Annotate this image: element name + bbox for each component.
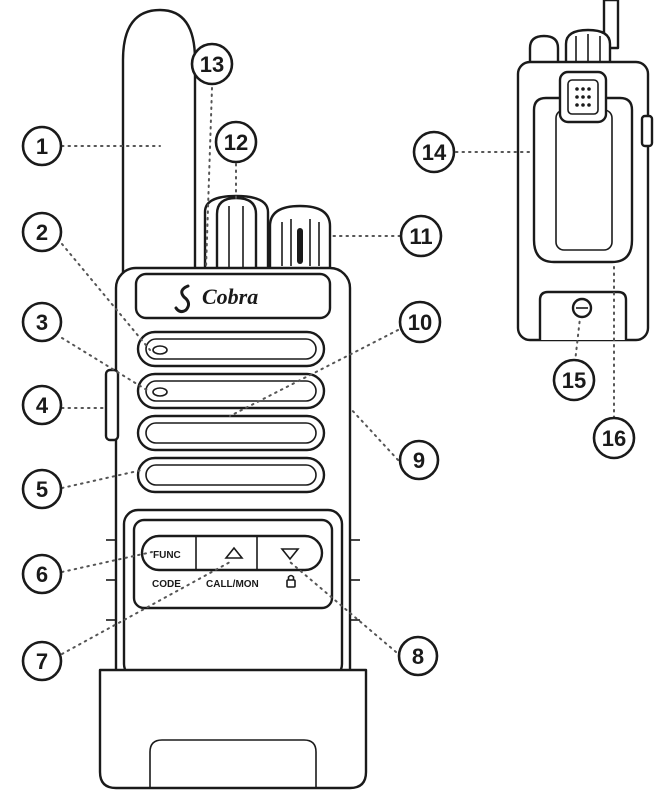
svg-text:6: 6 [36, 562, 48, 587]
callout-4: 4 [21, 384, 63, 426]
svg-text:14: 14 [422, 140, 447, 165]
callout-15: 15 [552, 358, 596, 402]
svg-text:15: 15 [562, 368, 586, 393]
speaker-grill [136, 330, 326, 494]
cobra-logo-icon [174, 284, 191, 314]
callout-1: 1 [21, 125, 63, 167]
triangle-down-icon [280, 548, 300, 561]
front-radio: Cobra FUNC CODE CALL [98, 8, 368, 790]
func-key-label: FUNC [153, 550, 181, 561]
svg-text:3: 3 [36, 310, 48, 335]
svg-text:9: 9 [413, 448, 425, 473]
callout-13: 13 [190, 42, 234, 86]
code-label: CODE [152, 579, 181, 590]
triangle-up-icon [224, 546, 244, 559]
callout-16: 16 [592, 416, 636, 460]
callmon-label: CALL/MON [206, 579, 259, 590]
svg-text:11: 11 [409, 224, 432, 249]
keypad-buttons: FUNC CODE CALL/MON [140, 534, 324, 590]
svg-text:12: 12 [224, 130, 248, 155]
callout-3: 3 [21, 301, 63, 343]
svg-text:5: 5 [36, 477, 48, 502]
leader-lines [61, 87, 615, 655]
base-holster [98, 668, 368, 790]
brand-logo: Cobra [202, 284, 258, 309]
svg-text:13: 13 [200, 52, 224, 77]
svg-text:8: 8 [412, 644, 424, 669]
callout-10: 10 [398, 300, 442, 344]
back-radio [516, 0, 654, 342]
callout-7: 7 [21, 640, 63, 682]
accessory-jack [558, 70, 608, 124]
side-grips [106, 539, 360, 621]
svg-text:1: 1 [36, 134, 48, 159]
svg-text:7: 7 [36, 649, 48, 674]
callout-5: 5 [21, 468, 63, 510]
callout-14: 14 [412, 130, 456, 174]
padlock-icon [286, 574, 296, 588]
belt-clip [532, 96, 634, 264]
svg-text:16: 16 [602, 426, 626, 451]
callout-2: 2 [21, 211, 63, 253]
volume-knob [203, 194, 270, 274]
svg-text:10: 10 [408, 310, 432, 335]
ptt-button [104, 368, 120, 442]
svg-text:4: 4 [36, 393, 49, 418]
callout-9: 9 [398, 439, 440, 481]
callout-6: 6 [21, 553, 63, 595]
antenna [121, 8, 197, 274]
battery-screw [571, 297, 593, 319]
callout-8: 8 [397, 635, 439, 677]
logo-panel [134, 272, 332, 320]
callout-11: 11 [399, 214, 443, 258]
svg-text:2: 2 [36, 220, 48, 245]
channel-knob [268, 204, 332, 272]
callout-12: 12 [214, 120, 258, 164]
